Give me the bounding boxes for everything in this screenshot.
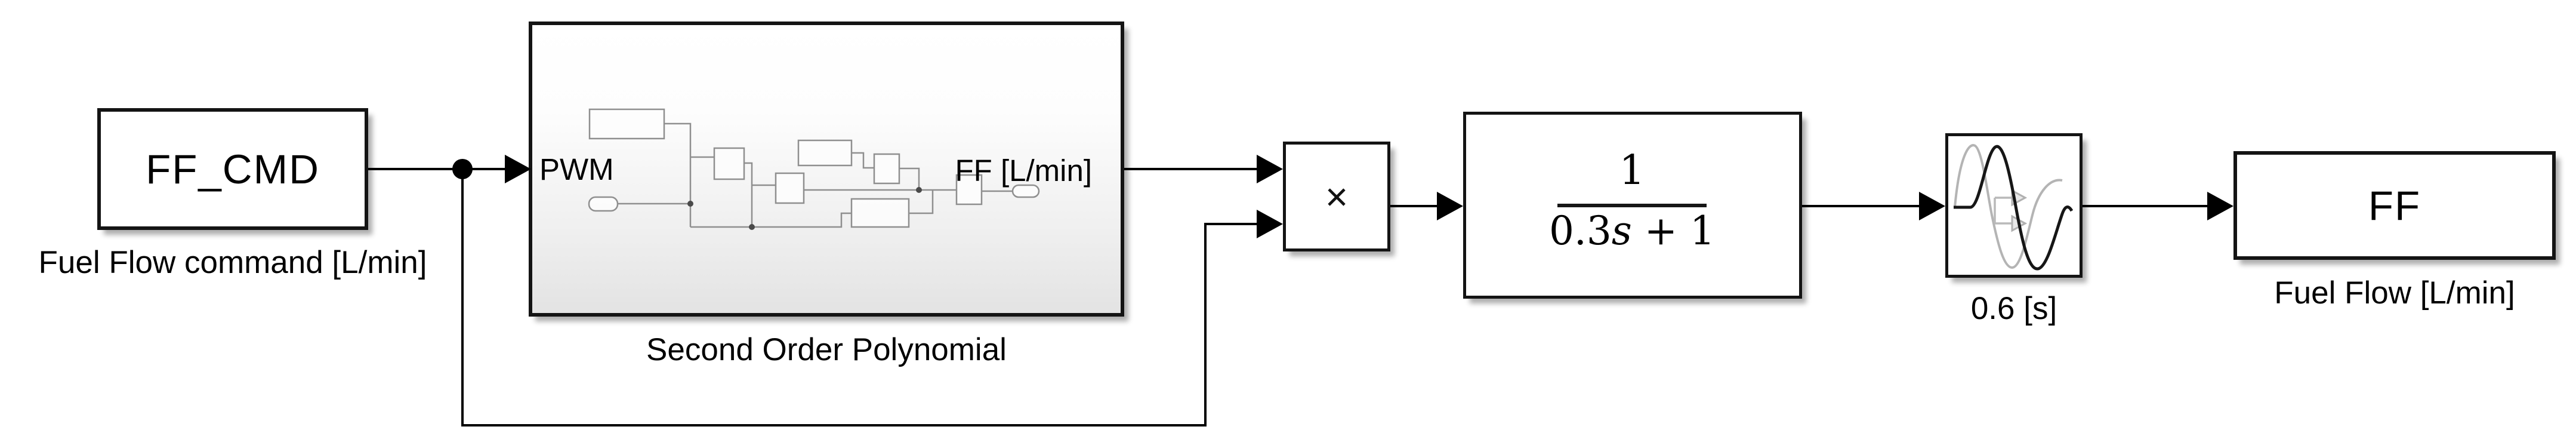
branch-point-dot[interactable] [452, 159, 473, 179]
ff-sink-block[interactable]: FF [2233, 151, 2556, 260]
arrowhead-product-input-1[interactable] [1257, 155, 1283, 183]
subsystem-block-caption[interactable]: Second Order Polynomial [646, 332, 1007, 367]
arrowhead-product-input-2[interactable] [1257, 210, 1283, 238]
arrowhead-ff-input[interactable] [2207, 192, 2233, 220]
subsystem-output-port-label: FF [L/min] [955, 154, 1092, 188]
second-order-polynomial-subsystem-block[interactable] [529, 22, 1124, 317]
subsystem-input-port-label: PWM [539, 152, 614, 186]
transfer-function-denominator: 0.3s + 1 [1549, 211, 1715, 251]
arrowhead-subsystem-input[interactable] [505, 155, 531, 183]
transport-delay-block-caption[interactable]: 0.6 [s] [1970, 291, 2057, 326]
transport-delay-block[interactable] [1945, 133, 2083, 278]
wire-feedback-branch[interactable] [461, 169, 1260, 426]
ff-block-label: FF [2368, 182, 2421, 229]
denominator-variable: s [1611, 208, 1632, 254]
ff-block-caption[interactable]: Fuel Flow [L/min] [2274, 275, 2515, 311]
product-block[interactable]: × [1283, 142, 1390, 251]
ff-cmd-block-caption[interactable]: Fuel Flow command [L/min] [38, 245, 427, 280]
arrowhead-delay-input[interactable] [1919, 192, 1945, 220]
transfer-function-numerator: 1 [1619, 147, 1645, 194]
arrowhead-transferfcn-input[interactable] [1437, 192, 1463, 220]
ff-cmd-block-label: FF_CMD [146, 146, 320, 192]
fraction-bar [1557, 204, 1707, 207]
ff-cmd-source-block[interactable]: FF_CMD [97, 108, 368, 230]
denominator-coefficient: 0.3 [1548, 208, 1612, 254]
denominator-constant: + 1 [1631, 208, 1716, 254]
multiply-operator: × [1325, 174, 1349, 219]
